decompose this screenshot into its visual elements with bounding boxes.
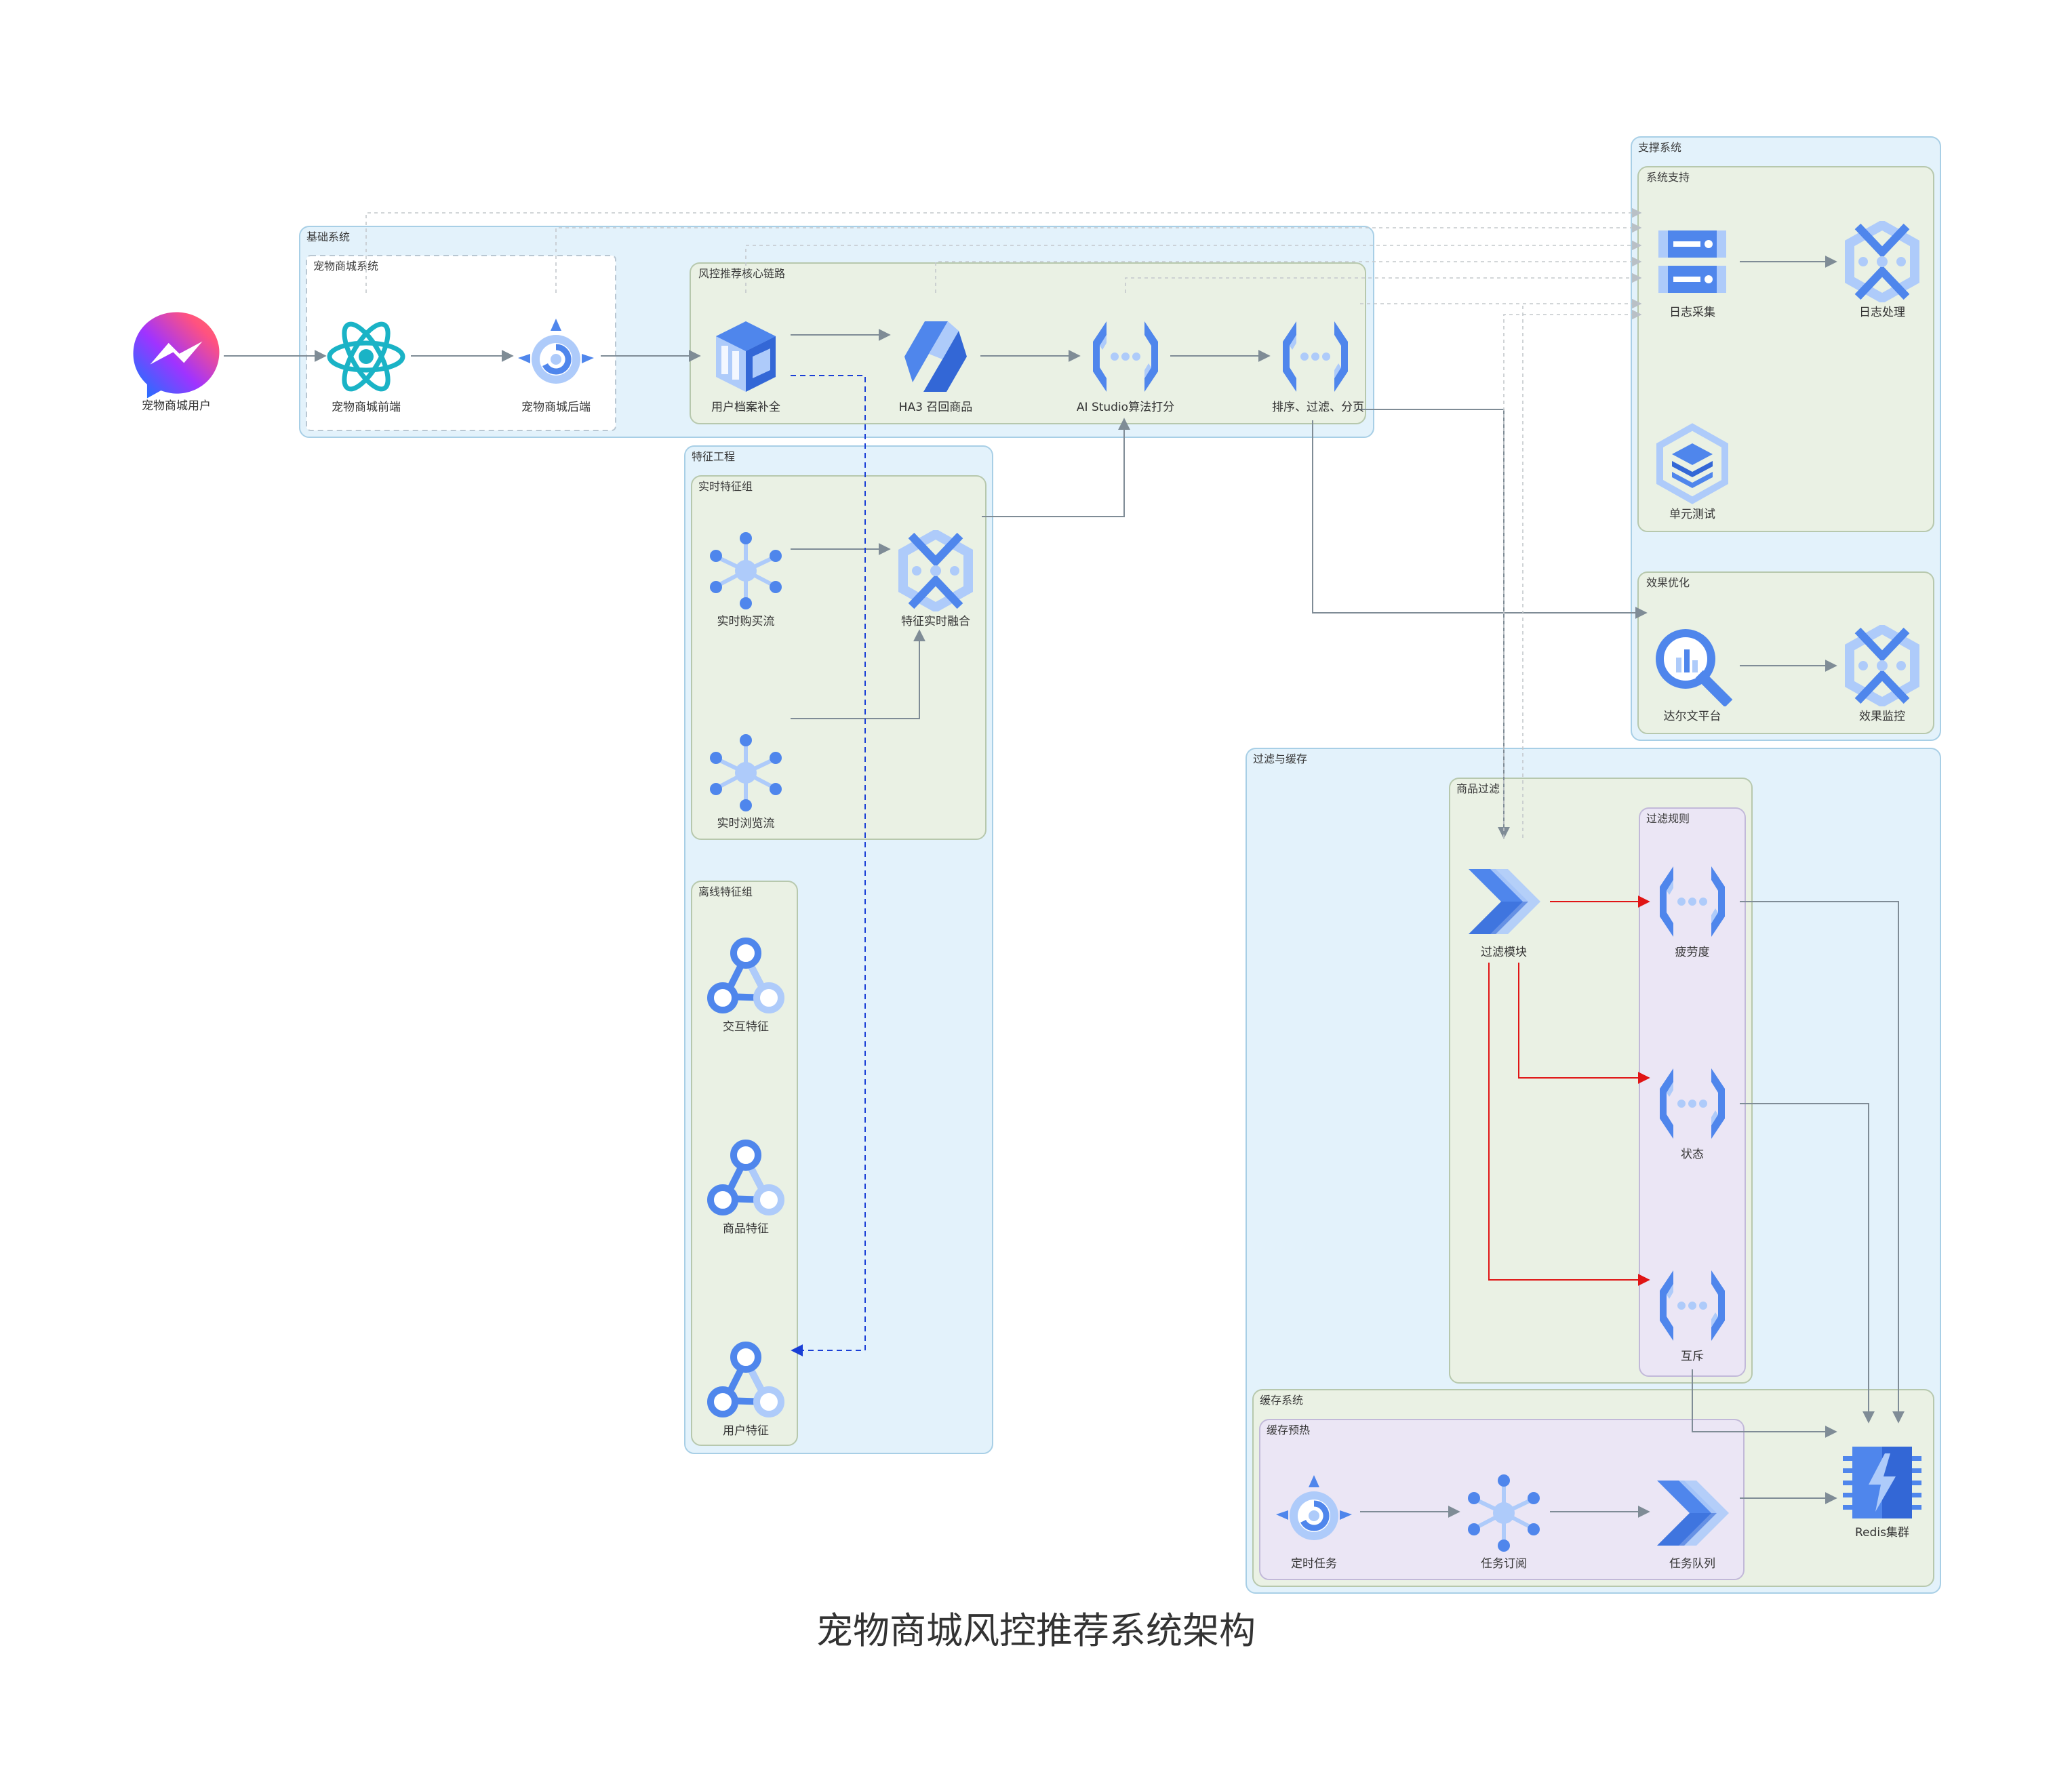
svg-text:用户特征: 用户特征: [723, 1424, 769, 1438]
edge-status-redis: [1740, 1103, 1875, 1424]
svg-text:支撑系统: 支撑系统: [1638, 141, 1681, 154]
node-product-feat[interactable]: 商品特征: [711, 1143, 781, 1236]
svg-text:过滤与缓存: 过滤与缓存: [1253, 752, 1307, 765]
node-realtime-browse[interactable]: 实时浏览流: [710, 734, 782, 830]
svg-text:任务队列: 任务队列: [1669, 1557, 1715, 1571]
node-darwin[interactable]: 达尔文平台: [1660, 633, 1725, 723]
svg-text:系统支持: 系统支持: [1646, 171, 1690, 184]
svg-text:HA3 召回商品: HA3 召回商品: [899, 401, 973, 414]
svg-text:实时浏览流: 实时浏览流: [717, 817, 775, 830]
edge-profile-userfeat: [791, 375, 866, 1356]
node-realtime-buy[interactable]: 实时购买流: [710, 532, 782, 628]
node-effect-monitor[interactable]: 效果监控: [1850, 629, 1915, 723]
svg-text:效果监控: 效果监控: [1859, 710, 1905, 723]
node-realtime-fusion[interactable]: 特征实时融合: [901, 534, 970, 628]
svg-text:达尔文平台: 达尔文平台: [1664, 710, 1721, 723]
svg-text:离线特征组: 离线特征组: [698, 885, 753, 898]
node-status[interactable]: 状态: [1660, 1068, 1725, 1161]
svg-text:实时购买流: 实时购买流: [717, 615, 775, 628]
messenger-icon: [133, 312, 220, 399]
node-ai-studio[interactable]: AI Studio算法打分: [1077, 321, 1174, 414]
edge-sort-darwin: [1312, 420, 1648, 619]
svg-text:任务订阅: 任务订阅: [1481, 1557, 1527, 1571]
svg-text:基础系统: 基础系统: [306, 230, 350, 243]
svg-text:疲劳度: 疲劳度: [1675, 946, 1710, 959]
node-ha3[interactable]: HA3 召回商品: [899, 321, 973, 414]
memory-chip-icon: [1843, 1447, 1921, 1518]
svg-text:缓存预热: 缓存预热: [1267, 1424, 1310, 1436]
node-filter-module[interactable]: 过滤模块: [1469, 869, 1540, 959]
diagram-title: 宠物商城风控推荐系统架构: [816, 1609, 1256, 1652]
svg-text:过滤模块: 过滤模块: [1481, 946, 1527, 959]
node-task-queue[interactable]: 任务队列: [1657, 1481, 1729, 1571]
svg-text:特征实时融合: 特征实时融合: [901, 615, 970, 628]
node-backend[interactable]: 宠物商城后端: [518, 319, 594, 414]
filter-edges: [1488, 896, 1650, 1286]
node-task-subscribe[interactable]: 任务订阅: [1468, 1474, 1540, 1571]
svg-text:宠物商城后端: 宠物商城后端: [521, 401, 591, 414]
node-log-collect[interactable]: 日志采集: [1658, 230, 1726, 319]
group-system-support: 系统支持: [1637, 166, 1934, 532]
group-realtime-feature: 实时特征组: [691, 475, 987, 840]
svg-text:状态: 状态: [1681, 1148, 1704, 1161]
data-cube-icon: [716, 321, 776, 392]
svg-text:用户档案补全: 用户档案补全: [711, 401, 780, 414]
svg-text:Redis集群: Redis集群: [1855, 1526, 1909, 1540]
node-log-process[interactable]: 日志处理: [1850, 225, 1915, 319]
svg-text:缓存系统: 缓存系统: [1260, 1394, 1303, 1407]
svg-text:商品过滤: 商品过滤: [1456, 782, 1500, 795]
node-unit-test[interactable]: 单元测试: [1660, 427, 1725, 521]
svg-text:宠物商城系统: 宠物商城系统: [313, 260, 378, 273]
svg-text:日志采集: 日志采集: [1669, 306, 1715, 319]
svg-text:过滤规则: 过滤规则: [1646, 812, 1690, 825]
edge-feature-ai: [982, 418, 1130, 517]
node-frontend[interactable]: 宠物商城前端: [330, 318, 403, 414]
svg-text:宠物商城前端: 宠物商城前端: [332, 401, 401, 414]
node-mutex[interactable]: 互斥: [1660, 1270, 1725, 1363]
svg-text:特征工程: 特征工程: [692, 450, 735, 463]
svg-text:互斥: 互斥: [1681, 1350, 1704, 1363]
svg-text:AI Studio算法打分: AI Studio算法打分: [1077, 401, 1174, 414]
svg-text:定时任务: 定时任务: [1291, 1557, 1337, 1571]
svg-text:交互特征: 交互特征: [723, 1020, 769, 1034]
node-fatigue[interactable]: 疲劳度: [1660, 866, 1725, 959]
edge-fatigue-redis: [1740, 901, 1905, 1424]
svg-text:日志处理: 日志处理: [1859, 306, 1905, 319]
svg-text:排序、过滤、分页: 排序、过滤、分页: [1272, 401, 1364, 414]
node-scheduled-task[interactable]: 定时任务: [1276, 1475, 1352, 1571]
edge-browse-fusion: [791, 629, 925, 719]
node-sort-filter[interactable]: 排序、过滤、分页: [1272, 321, 1364, 414]
node-interaction-feat[interactable]: 交互特征: [711, 941, 781, 1034]
node-user-feat[interactable]: 用户特征: [711, 1345, 781, 1438]
svg-text:单元测试: 单元测试: [1669, 508, 1715, 521]
group-filter-rules: 过滤规则: [1639, 807, 1746, 1377]
group-core-chain: 风控推荐核心链路: [690, 262, 1366, 424]
svg-text:实时特征组: 实时特征组: [698, 480, 753, 493]
log-edges: [365, 207, 1642, 838]
node-user[interactable]: 宠物商城用户: [133, 312, 220, 413]
svg-text:风控推荐核心链路: 风控推荐核心链路: [698, 267, 785, 280]
edge-mutex-redis: [1692, 1369, 1837, 1438]
svg-text:宠物商城用户: 宠物商城用户: [142, 399, 211, 413]
node-profile[interactable]: 用户档案补全: [711, 321, 780, 414]
svg-text:效果优化: 效果优化: [1646, 576, 1690, 589]
svg-text:商品特征: 商品特征: [723, 1222, 769, 1236]
node-redis[interactable]: Redis集群: [1843, 1447, 1921, 1540]
